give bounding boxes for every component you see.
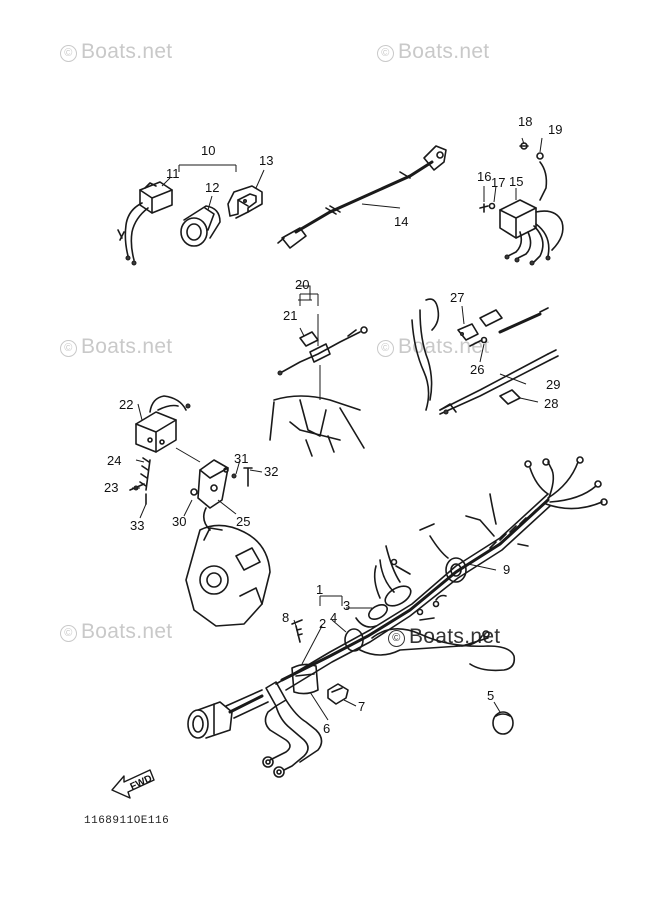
callout-20: 20 xyxy=(295,277,309,292)
part-engine-outline xyxy=(185,507,271,627)
part-main-plug xyxy=(187,689,269,739)
callout-2: 2 xyxy=(319,616,326,631)
part-bracket-assembly xyxy=(129,395,253,509)
callout-11: 11 xyxy=(166,166,180,181)
callout-22: 22 xyxy=(119,397,133,412)
callout-3: 3 xyxy=(343,598,350,613)
part-bolt xyxy=(291,619,303,643)
callout-12: 12 xyxy=(205,180,219,195)
watermark: ©Boats.net xyxy=(377,335,489,359)
part-main-harness xyxy=(275,456,608,691)
callout-33: 33 xyxy=(130,518,144,533)
callout-9: 9 xyxy=(503,562,510,577)
callout-26: 26 xyxy=(470,362,484,377)
fwd-arrow-icon: FWD xyxy=(111,769,155,799)
part-relay xyxy=(117,181,173,266)
fwd-label: FWD xyxy=(129,773,154,793)
part-cap xyxy=(492,711,514,735)
callout-6: 6 xyxy=(323,721,330,736)
part-clip xyxy=(327,683,349,705)
copyright-icon: © xyxy=(377,340,394,357)
callout-17: 17 xyxy=(491,175,505,190)
callout-1: 1 xyxy=(316,582,323,597)
callout-13: 13 xyxy=(259,153,273,168)
part-cable xyxy=(277,145,447,249)
callout-32: 32 xyxy=(264,464,278,479)
watermark: ©Boats.net xyxy=(388,625,500,649)
part-switch xyxy=(479,142,564,266)
copyright-icon: © xyxy=(60,625,77,642)
callout-29: 29 xyxy=(546,377,560,392)
callout-27: 27 xyxy=(450,290,464,305)
callout-16: 16 xyxy=(477,169,491,184)
callout-28: 28 xyxy=(544,396,558,411)
callout-19: 19 xyxy=(548,122,562,137)
diagram-reference-code: 1168911OE116 xyxy=(84,815,170,827)
callout-10: 10 xyxy=(201,143,215,158)
watermark: ©Boats.net xyxy=(377,40,489,64)
callout-31: 31 xyxy=(234,451,248,466)
leader-lines xyxy=(132,137,543,721)
part-lead-wires xyxy=(411,298,559,415)
part-battery-leads xyxy=(262,699,323,778)
callout-numbers: 10 11 12 13 14 15 16 17 18 19 20 21 22 2… xyxy=(104,114,562,736)
callout-15: 15 xyxy=(509,174,523,189)
copyright-icon: © xyxy=(377,45,394,62)
callout-25: 25 xyxy=(236,514,250,529)
callout-8: 8 xyxy=(282,610,289,625)
watermark: ©Boats.net xyxy=(60,335,172,359)
callout-14: 14 xyxy=(394,214,408,229)
callout-24: 24 xyxy=(107,453,121,468)
callout-5: 5 xyxy=(487,688,494,703)
callout-30: 30 xyxy=(172,514,186,529)
callout-18: 18 xyxy=(518,114,532,129)
watermark: ©Boats.net xyxy=(60,40,172,64)
callout-23: 23 xyxy=(104,480,118,495)
part-bracket xyxy=(227,185,263,219)
copyright-icon: © xyxy=(60,340,77,357)
copyright-icon: © xyxy=(60,45,77,62)
part-connector-harness xyxy=(269,326,368,457)
part-harness-holder xyxy=(265,663,319,707)
callout-4: 4 xyxy=(330,610,337,625)
part-relay-holder xyxy=(180,205,221,247)
callout-21: 21 xyxy=(283,308,297,323)
watermark: ©Boats.net xyxy=(60,620,172,644)
copyright-icon: © xyxy=(388,630,405,647)
callout-7: 7 xyxy=(358,699,365,714)
